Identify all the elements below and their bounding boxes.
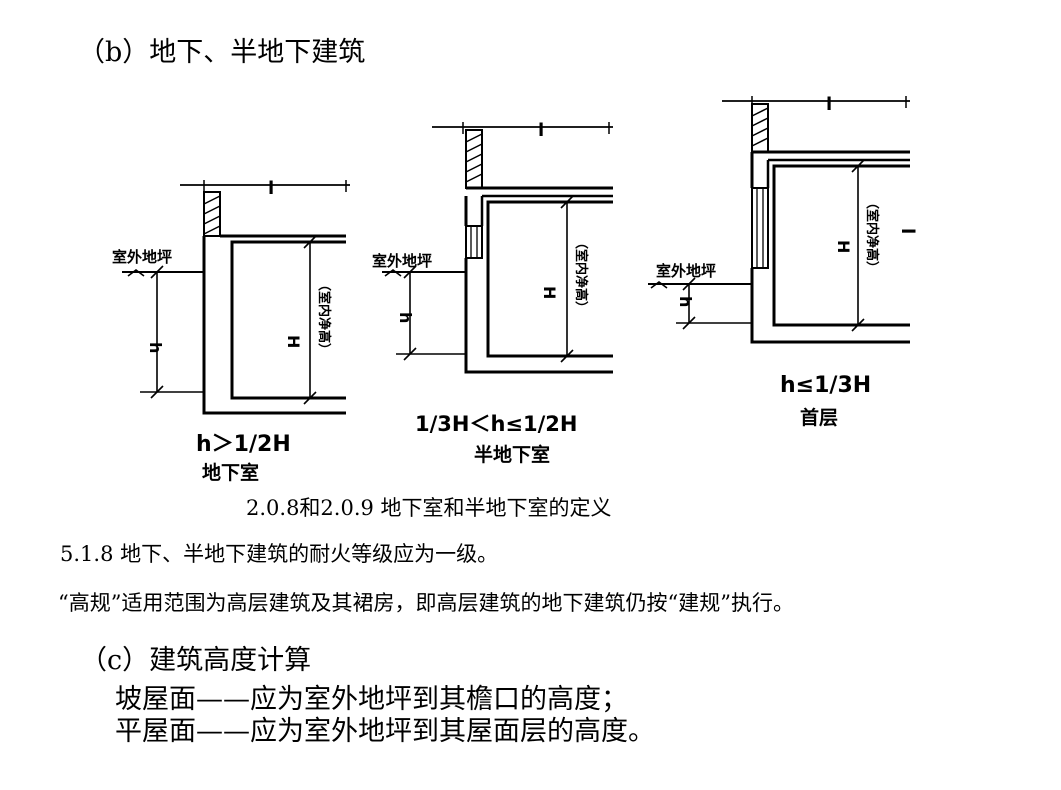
diagram-first-floor: [648, 96, 910, 344]
diagram3-clear-height-label: （室内净高）: [864, 196, 880, 274]
diagram-semi-basement: [382, 122, 613, 374]
diagram3-H-label: H: [834, 240, 853, 253]
diagram2-H-label: H: [540, 286, 559, 299]
diagram3-side-length-label: l: [897, 228, 918, 234]
diagram1-h-label: h: [146, 342, 165, 353]
section-b-title: （b）地下、半地下建筑: [78, 37, 366, 68]
diagram3-outdoor-grade-label: 室外地坪: [656, 262, 716, 280]
diagram2-length-label: l: [538, 120, 544, 141]
diagram2-name: 半地下室: [474, 443, 550, 466]
flat-roof-line: 平屋面——应为室外地坪到其屋面层的高度。: [115, 716, 655, 747]
diagram3-formula: h≤1/3H: [780, 373, 871, 398]
diagram1-name: 地下室: [202, 461, 259, 484]
diagram1-outdoor-grade-label: 室外地坪: [112, 248, 172, 266]
clause-5-1-8: 5.1.8 地下、半地下建筑的耐火等级应为一级。: [60, 542, 499, 566]
diagram2-clear-height-label: （室内净高）: [573, 236, 589, 314]
diagram-basement: [122, 180, 350, 415]
diagram1-formula: h＞1/2H: [196, 432, 291, 457]
diagram1-H-label: H: [284, 335, 303, 348]
gaogui-note: “高规”适用范围为高层建筑及其裙房，即高层建筑的地下建筑仍按“建规”执行。: [58, 591, 794, 615]
diagram3-h-label: h: [676, 296, 695, 307]
diagram2-formula: 1/3H＜h≤1/2H: [415, 412, 577, 436]
diagram2-h-label: h: [396, 312, 415, 323]
diagram3-length-label: l: [826, 94, 832, 115]
diagram3-name: 首层: [800, 406, 838, 429]
figure-caption: 2.0.8和2.0.9 地下室和半地下室的定义: [246, 496, 612, 520]
pitched-roof-line: 坡屋面——应为室外地坪到其檐口的高度；: [115, 684, 628, 715]
diagram2-outdoor-grade-label: 室外地坪: [372, 252, 432, 270]
section-c-title: （c）建筑高度计算: [80, 645, 312, 676]
diagram1-length-label: l: [268, 178, 274, 199]
diagram1-clear-height-label: （室内净高）: [316, 278, 332, 356]
